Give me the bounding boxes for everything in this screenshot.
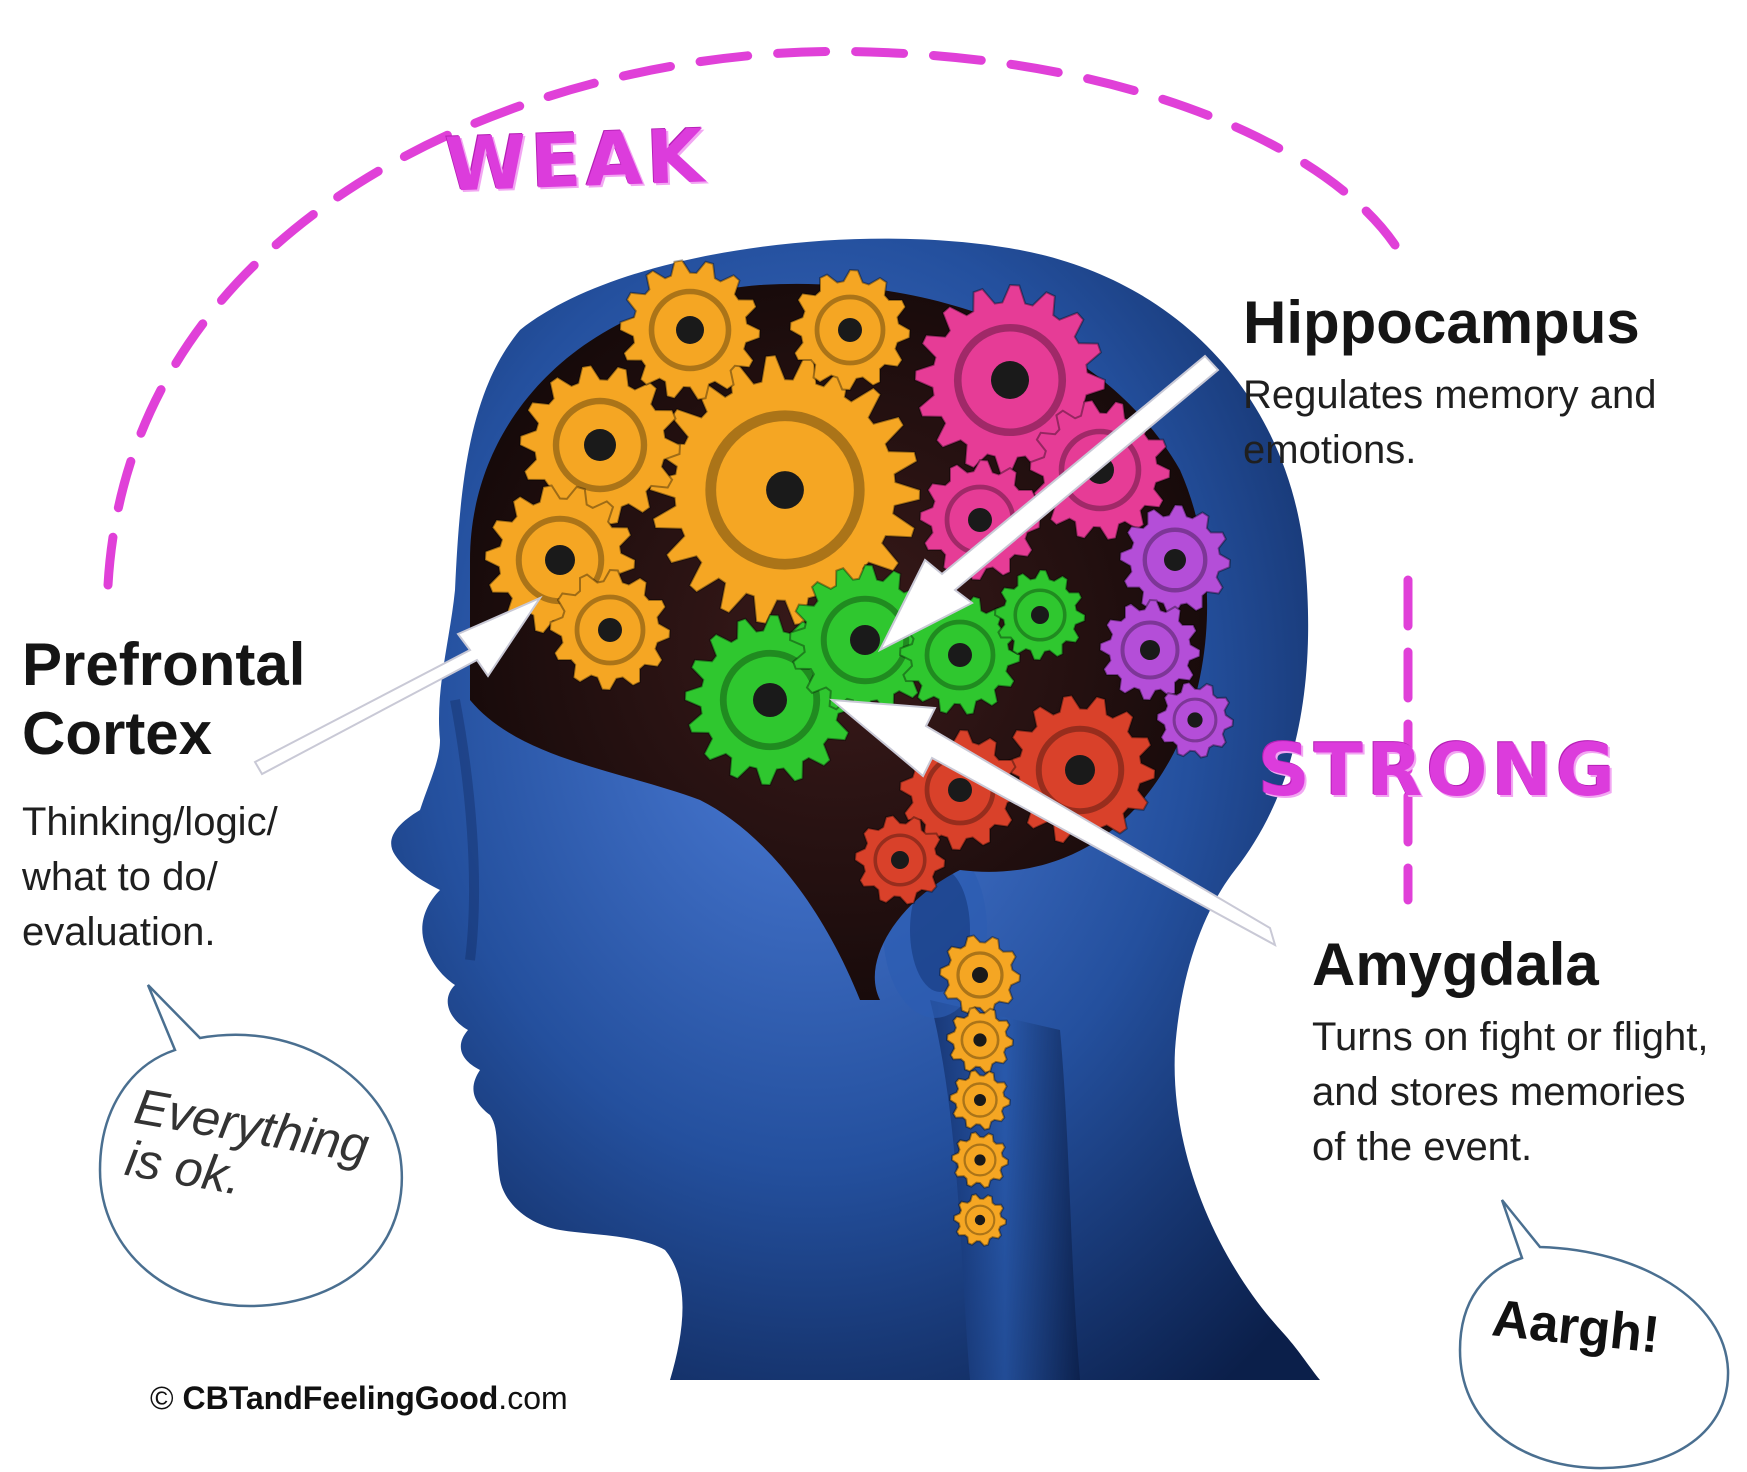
copyright-suffix: .com: [498, 1380, 567, 1416]
prefrontal-cortex-description: Thinking/logic/ what to do/ evaluation.: [22, 795, 352, 961]
copyright-notice: © CBTandFeelingGood.com: [150, 1380, 568, 1417]
prefrontal-cortex-title: Prefrontal Cortex: [22, 630, 352, 768]
amygdala-description: Turns on fight or flight, and stores mem…: [1312, 1010, 1712, 1176]
weak-label: WEAK: [444, 113, 710, 208]
hippocampus-description: Regulates memory and emotions.: [1243, 368, 1663, 478]
hippocampus-title: Hippocampus: [1243, 288, 1640, 357]
strong-label: STRONG: [1258, 728, 1619, 812]
amygdala-title: Amygdala: [1312, 930, 1599, 999]
copyright-symbol: ©: [150, 1380, 174, 1416]
copyright-brand: CBTandFeelingGood: [182, 1380, 498, 1416]
